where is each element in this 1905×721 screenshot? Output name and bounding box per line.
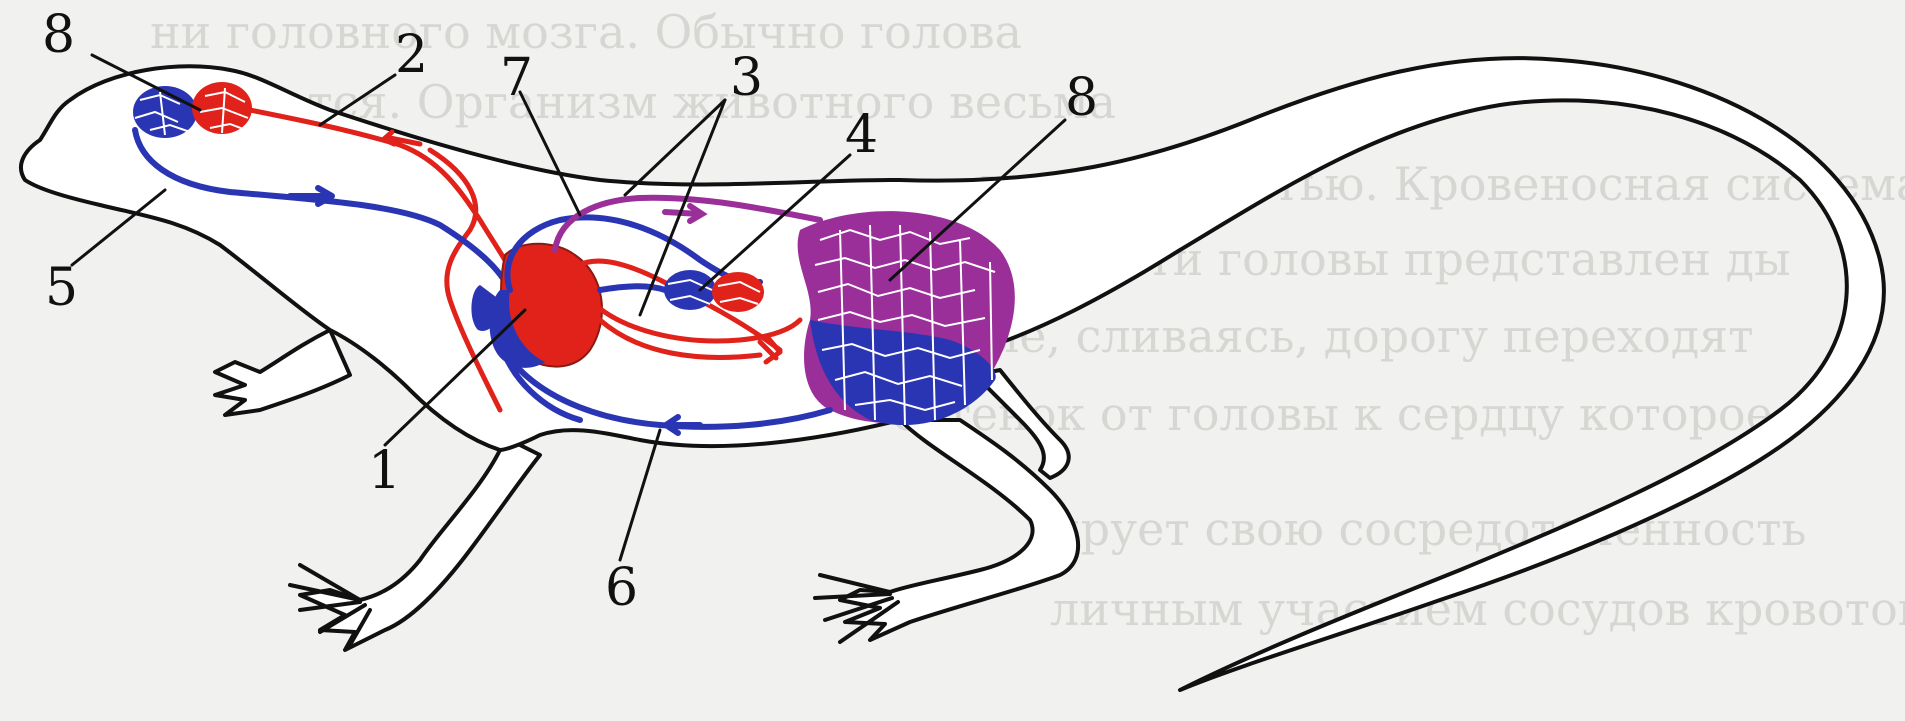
ghost-line: ни головного мозга. Обычно голова <box>150 5 1022 59</box>
pulmonary-vessel <box>600 286 665 290</box>
label-jugular-vein: 5 <box>45 258 78 318</box>
label-posterior-vena-cava: 6 <box>605 558 638 618</box>
label-aortic-arches: 3 <box>730 48 763 108</box>
label-pulmonary-vessel: 4 <box>845 105 878 165</box>
label-heart: 1 <box>368 441 401 501</box>
ghost-line: личным участием сосудов кровоток <box>1050 582 1905 636</box>
label-head-capillaries: 8 <box>42 5 75 65</box>
label-carotid-artery: 2 <box>395 25 428 85</box>
label-body-capillaries: 8 <box>1065 68 1098 128</box>
ghost-line: ирует свою сосредоточенность <box>1050 502 1806 556</box>
label-anterior-vena-cava: 7 <box>500 48 533 108</box>
leader-6 <box>620 430 660 560</box>
ghost-line: о оттенок от головы к сердцу которое <box>850 387 1773 441</box>
front-far-leg <box>215 330 350 415</box>
body-capillary-bed <box>798 211 1015 425</box>
